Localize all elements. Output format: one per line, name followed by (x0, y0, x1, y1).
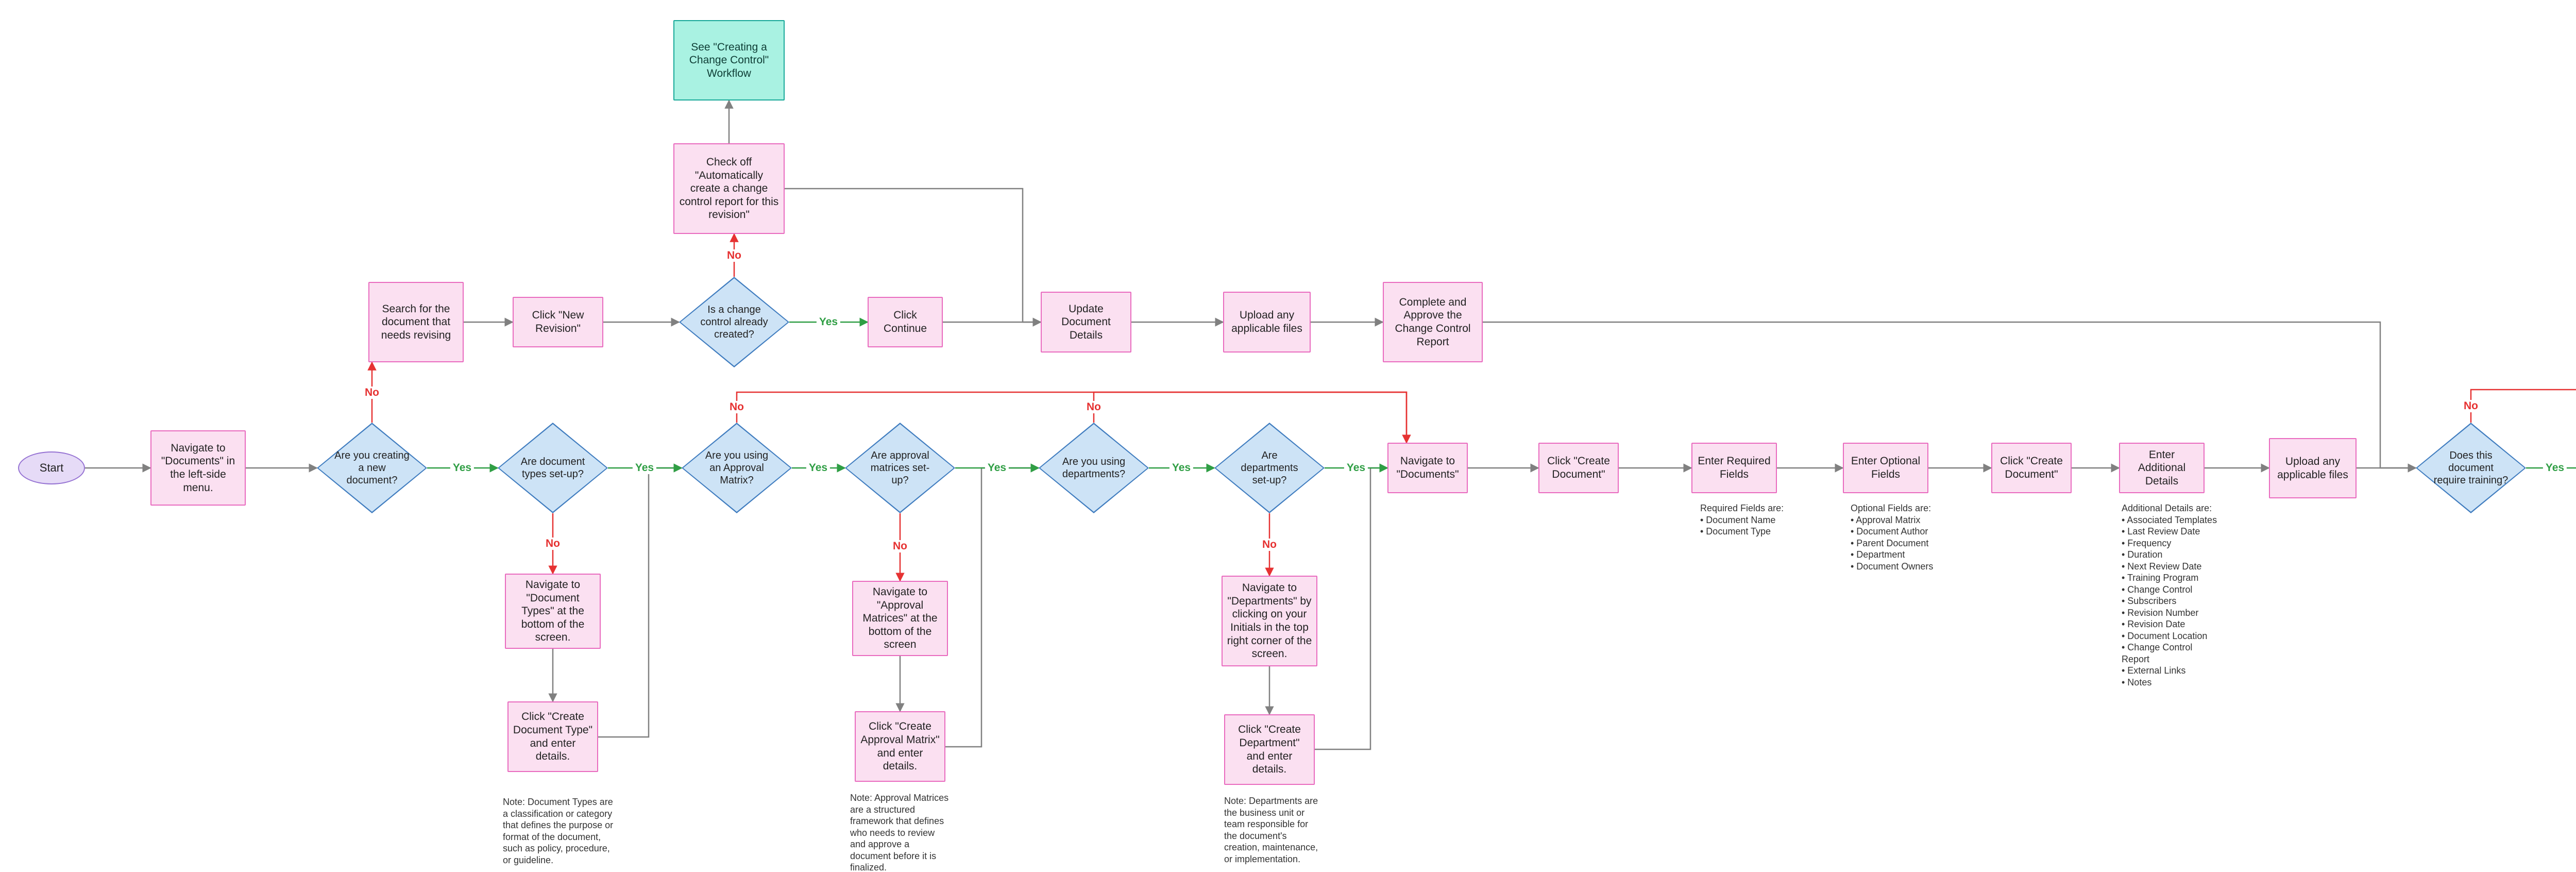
process-upload-files: Upload any applicable files (2269, 438, 2357, 498)
process-enter-optional-fields: Enter Optional Fields (1843, 443, 1928, 493)
process-navigate-departments: Navigate to "Departments" by clicking on… (1222, 576, 1317, 666)
edge-p10-d3 (598, 463, 683, 738)
edge-label-no: No (724, 249, 744, 262)
decision-using-departments: Are you using departments? (1039, 423, 1149, 513)
process-navigate-document-types: Navigate to "Document Types" at the bott… (505, 574, 601, 649)
process-enter-required-fields: Enter Required Fields (1691, 443, 1777, 493)
start-label: Start (39, 461, 64, 474)
process-click-create-document: Click "Create Document" (1538, 443, 1619, 493)
note-required-fields: Required Fields are: • Document Name • D… (1700, 503, 1784, 536)
edge-p12-d5 (945, 463, 1040, 748)
process-click-new-revision: Click "New Revision" (513, 297, 603, 347)
process-create-department: Click "Create Department" and enter deta… (1224, 714, 1315, 785)
process-check-off-auto-change-control: Check off "Automatically create a change… (673, 143, 785, 234)
decision-change-control-created: Is a change control already created? (679, 277, 789, 367)
edge-label-yes: Yes (632, 462, 657, 474)
decision-approval-matrices-setup: Are approval matrices set-up? (845, 423, 955, 513)
reference-change-control-workflow: See "Creating a Change Control" Workflow (673, 20, 785, 100)
note-additional-details: Additional Details are: • Associated Tem… (2122, 503, 2217, 687)
process-complete-approve-ccr: Complete and Approve the Change Control … (1383, 282, 1483, 362)
edge-label-yes: Yes (1169, 462, 1194, 474)
process-click-continue: Click Continue (868, 297, 943, 347)
process-search-document-revising: Search for the document that needs revis… (368, 282, 464, 362)
process-upload-files-revision: Upload any applicable files (1223, 292, 1311, 353)
note-departments: Note: Departments are the business unit … (1224, 796, 1318, 864)
edge-label-no: No (890, 540, 910, 552)
decision-departments-setup: Are departments set-up? (1214, 423, 1325, 513)
process-create-approval-matrix: Click "Create Approval Matrix" and enter… (855, 711, 945, 782)
edge-label-no: No (727, 401, 747, 413)
process-update-document-details: Update Document Details (1041, 292, 1131, 353)
process-click-create-document-confirm: Click "Create Document" (1991, 443, 2072, 493)
process-navigate-documents: Navigate to "Documents" (1387, 443, 1468, 493)
edge-label-no: No (543, 538, 563, 550)
process-create-document-type: Click "Create Document Type" and enter d… (507, 701, 598, 772)
edge-label-yes: Yes (2543, 462, 2567, 474)
edge-label-yes: Yes (806, 462, 831, 474)
edge-label-yes: Yes (985, 462, 1009, 474)
note-document-types: Note: Document Types are a classificatio… (503, 797, 614, 865)
process-navigate-approval-matrices: Navigate to "Approval Matrices" at the b… (852, 581, 948, 656)
note-optional-fields: Optional Fields are: • Approval Matrix •… (1851, 503, 1934, 572)
edge-label-no: No (1084, 401, 1104, 413)
decision-creating-new-document: Are you creating a new document? (317, 423, 427, 513)
edge-p14-p15 (1315, 463, 1388, 750)
decision-document-types-setup: Are document types set-up? (498, 423, 608, 513)
process-navigate-documents-menu: Navigate to "Documents" in the left-side… (150, 430, 246, 506)
edge-label-yes: Yes (1344, 462, 1368, 474)
edge-label-no: No (2461, 400, 2481, 412)
decision-using-approval-matrix: Are you using an Approval Matrix? (682, 423, 792, 513)
decision-requires-training: Does this document require training? (2416, 423, 2526, 513)
edge-label-yes: Yes (816, 316, 841, 328)
note-approval-matrices: Note: Approval Matrices are a structured… (850, 793, 949, 872)
edge-label-no: No (362, 387, 382, 399)
edge-d7-no-skip (2470, 389, 2576, 423)
edge-label-no: No (1260, 539, 1279, 551)
process-enter-additional-details: Enter Additional Details (2119, 443, 2205, 493)
start-terminal: Start (18, 451, 85, 484)
edge-label-yes: Yes (450, 462, 474, 474)
